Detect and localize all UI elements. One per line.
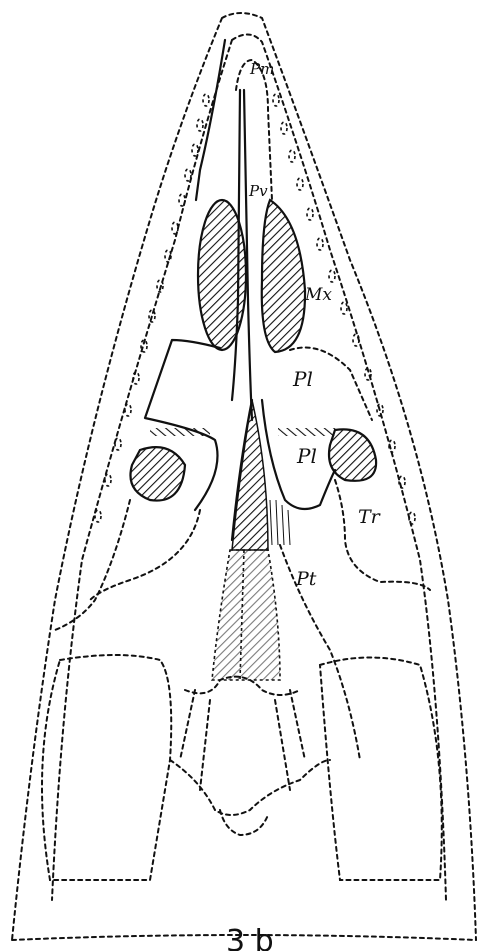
label-palatine-lower: Pl — [296, 444, 317, 468]
label-transverse: Tr — [358, 506, 382, 528]
occipital-region — [170, 677, 330, 835]
basal-lines — [180, 690, 305, 790]
right-lower-fenestra — [320, 658, 442, 881]
left-cheek-line-2 — [90, 510, 200, 600]
pterygoid-outline — [280, 545, 360, 760]
premaxilla-suture — [236, 60, 272, 200]
label-maxilla: Mx — [304, 285, 332, 305]
pterygoid-wedge-upper — [232, 400, 268, 550]
right-palatine-edge-hatch — [278, 428, 336, 436]
left-palatine-edge-hatch — [150, 428, 210, 436]
left-choana-hatch — [198, 200, 246, 350]
label-vomer: Pv — [248, 182, 268, 200]
right-choana-hatch — [262, 200, 305, 352]
left-transverse-hatch — [130, 447, 185, 500]
right-hatch-strokes — [270, 500, 290, 545]
left-lower-fenestra — [42, 655, 171, 880]
transverse-outline — [335, 480, 430, 590]
left-jaw-margin — [196, 40, 225, 200]
label-palatine-upper: Pl — [292, 367, 313, 391]
figure-number-label: 3 b — [226, 924, 274, 951]
pterygoid-wedge-lower — [212, 550, 280, 680]
label-premaxilla: Pm — [249, 60, 274, 78]
label-pterygoid: Pt — [295, 568, 317, 590]
right-transverse-hatch — [329, 429, 376, 480]
